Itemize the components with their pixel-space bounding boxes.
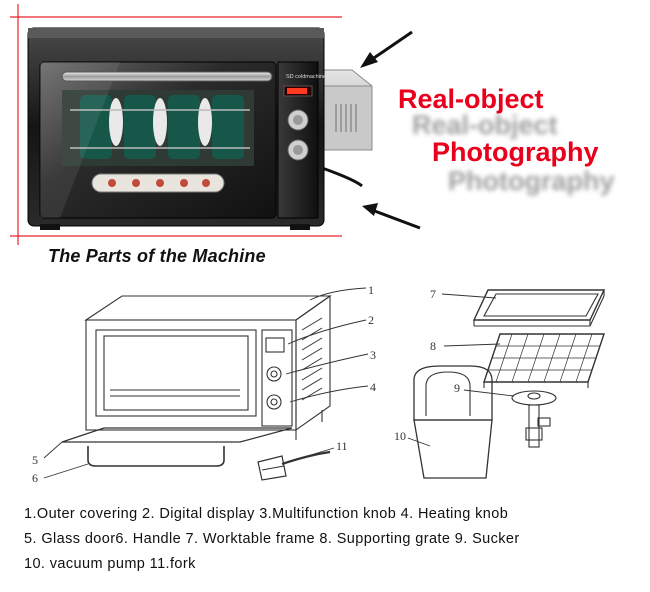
supporting-grate-diagram bbox=[483, 333, 605, 388]
oven-diagram bbox=[61, 294, 332, 467]
arrow-icon bbox=[362, 203, 421, 230]
parts-diagram: 1 2 3 4 5 6 7 8 9 10 11 bbox=[0, 270, 650, 500]
callout-11: 11 bbox=[336, 439, 348, 453]
section-heading: The Parts of the Machine bbox=[48, 246, 266, 266]
callout-7: 7 bbox=[430, 287, 436, 301]
overlay-shadow-line2: Photography bbox=[448, 166, 615, 196]
callout-6: 6 bbox=[32, 471, 38, 485]
arrow-icon bbox=[360, 30, 413, 68]
sucker-diagram bbox=[511, 390, 557, 448]
caption-line-2: 5. Glass door6. Handle 7. Worktable fram… bbox=[24, 531, 520, 547]
callout-3: 3 bbox=[370, 348, 376, 362]
callout-9: 9 bbox=[454, 381, 460, 395]
overlay-title-line2: Photography bbox=[432, 137, 599, 167]
callout-5: 5 bbox=[32, 453, 38, 467]
product-photo: SD coldmachine Real-object Photography R… bbox=[0, 0, 650, 245]
callout-8: 8 bbox=[430, 339, 436, 353]
device-brand-label: SD coldmachine bbox=[286, 74, 326, 80]
callout-4: 4 bbox=[370, 380, 376, 394]
overlay-title-line1: Real-object bbox=[398, 84, 544, 114]
overlay-shadow-line1: Real-object bbox=[412, 110, 558, 140]
vacuum-pump-diagram bbox=[413, 365, 493, 479]
fork-diagram bbox=[257, 450, 331, 481]
callout-2: 2 bbox=[368, 313, 374, 327]
caption-line-3: 10. vacuum pump 11.fork bbox=[24, 556, 196, 572]
caption-line-1: 1.Outer covering 2. Digital display 3.Mu… bbox=[24, 506, 509, 522]
callout-10: 10 bbox=[394, 429, 406, 443]
callout-1: 1 bbox=[368, 283, 374, 297]
worktable-frame-diagram bbox=[472, 289, 606, 327]
oven-photo bbox=[27, 27, 325, 230]
